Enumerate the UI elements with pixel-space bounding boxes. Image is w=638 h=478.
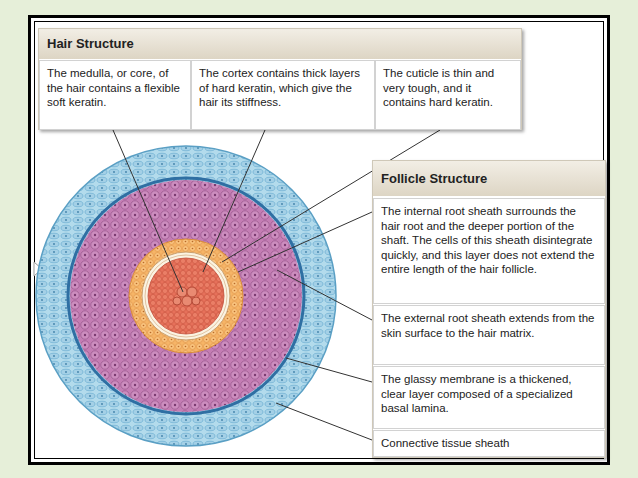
follicle-structure-panel: Follicle StructureThe internal root shea… — [372, 160, 606, 458]
description-cell: The external root sheath extends from th… — [373, 305, 605, 365]
leader-line — [113, 130, 183, 292]
panel-heading: Follicle Structure — [373, 161, 605, 196]
description-text: The medulla, or core, of the hair contai… — [47, 66, 183, 110]
description-text: The internal root sheath surrounds the h… — [381, 204, 597, 277]
internal-root-sheath-layer — [129, 239, 243, 353]
connective-tissue-layer — [36, 146, 336, 446]
description-cell: The medulla, or core, of the hair contai… — [39, 60, 191, 130]
cuticle-line — [145, 255, 227, 337]
description-text: The external root sheath extends from th… — [381, 311, 597, 340]
description-cell: The cortex contains thick layers of hard… — [191, 60, 375, 130]
follicle-layers — [36, 146, 336, 446]
glassy-membrane-layer — [68, 178, 304, 414]
hair-structure-panel: Hair StructureThe medulla, or core, of t… — [38, 28, 522, 130]
external-root-sheath-layer — [70, 180, 302, 412]
panel-heading: Hair Structure — [39, 29, 521, 59]
description-text: The glassy membrane is a thickened, clea… — [381, 372, 597, 416]
description-cell: The glassy membrane is a thickened, clea… — [373, 366, 605, 429]
medulla-cells — [173, 287, 200, 306]
description-text: The cuticle is thin and very tough, and … — [383, 66, 513, 110]
description-cell: The cuticle is thin and very tough, and … — [375, 60, 521, 130]
leader-line — [286, 358, 372, 382]
leader-line — [276, 403, 372, 440]
description-text: The cortex contains thick layers of hard… — [199, 66, 367, 110]
cortex-layer — [148, 258, 224, 334]
description-cell: Connective tissue sheath — [373, 430, 605, 457]
description-cell: The internal root sheath surrounds the h… — [373, 198, 605, 304]
leader-line — [277, 270, 372, 320]
description-text: Connective tissue sheath — [381, 436, 597, 451]
cuticle-layer — [142, 252, 230, 340]
leader-line — [238, 212, 372, 272]
leader-line — [203, 130, 265, 272]
